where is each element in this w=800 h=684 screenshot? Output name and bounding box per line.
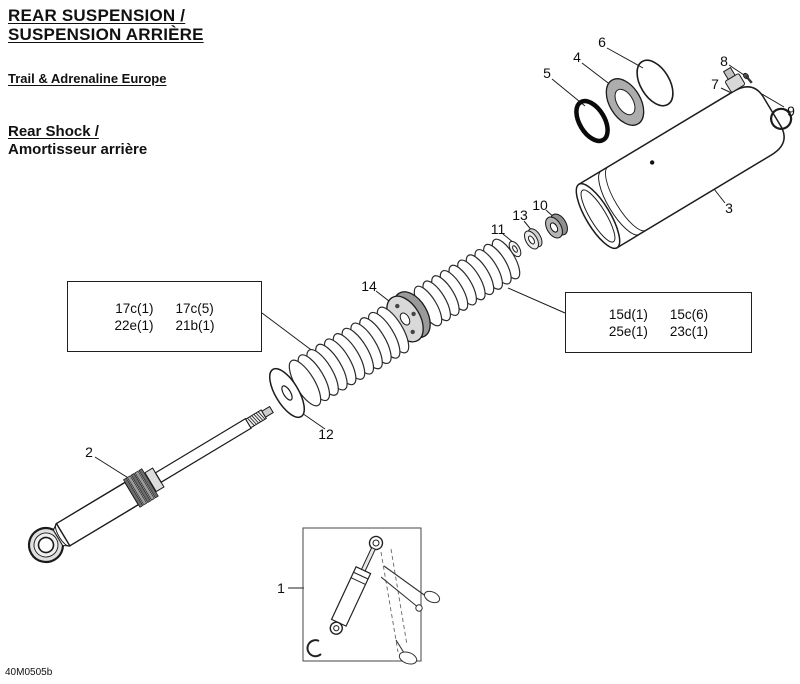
callout-1: 1 [277,580,285,596]
part-12-washer [268,367,306,419]
part-ref: 15d(1) [608,306,648,322]
part-5-o-ring [574,98,610,144]
part-box-left: 17c(1) 17c(5) 22e(1) 21b(1) [67,281,262,352]
part-1-assembled-inset [302,527,441,665]
part-4-seal [605,78,645,126]
section-title: Rear Shock / Amortisseur arrière [8,123,147,158]
callout-10: 10 [532,197,548,213]
callout-12: 12 [318,426,334,442]
callout-8: 8 [720,53,728,69]
callout-9: 9 [787,103,795,119]
callout-2: 2 [85,444,93,460]
callout-5: 5 [543,65,551,81]
part-ref: 17c(5) [175,300,214,316]
callout-11: 11 [490,221,506,237]
cylinder-mount-eye [769,107,793,130]
document-code: 40M0505b [5,667,53,678]
part-ref: 21b(1) [175,317,215,333]
callout-13: 13 [512,207,528,223]
callout-6: 6 [598,34,606,50]
spring-stack-upper [413,238,521,327]
callout-4: 4 [573,49,581,65]
inset-c-clip [306,639,322,658]
callout-14: 14 [361,278,377,294]
part-13-washer [524,228,543,250]
title-line-en: REAR SUSPENSION / [8,6,186,25]
part-3-cylinder [575,66,793,250]
part-ref: 23c(1) [669,323,709,339]
inset-shock [329,535,384,635]
section-line-en: Rear Shock / [8,123,99,140]
part-box-right: 15d(1) 15c(6) 25e(1) 23c(1) [565,292,752,353]
part-ref: 17c(1) [115,300,154,316]
part-ref: 25e(1) [608,323,648,339]
part-ref: 22e(1) [114,317,154,333]
model-variant-label: Trail & Adrenaline Europe [8,71,167,86]
part-6-ring [636,59,674,107]
spring-stack-lower [288,306,410,407]
callout-7: 7 [711,76,719,92]
part-ref: 15c(6) [669,306,709,322]
inset-frame [302,527,422,662]
title-line-fr: SUSPENSION ARRIÈRE [8,25,204,45]
section-line-fr: Amortisseur arrière [8,140,148,158]
part-8-screw [743,72,753,84]
part-2-shaft-assembly [27,405,274,564]
callout-3: 3 [725,200,733,216]
part-10-nut [545,213,568,239]
page-title: REAR SUSPENSION / SUSPENSION ARRIÈRE [8,6,204,44]
